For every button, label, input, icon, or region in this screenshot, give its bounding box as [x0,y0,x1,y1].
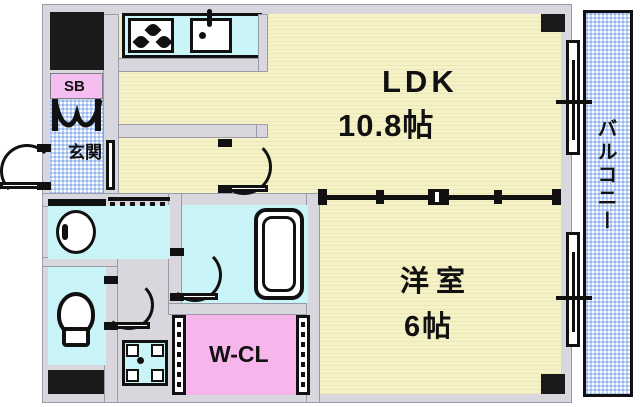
bedroom-size-label: 6帖 [404,311,454,343]
room-bedroom-floor [318,194,561,394]
genkan-label: 玄関 [68,143,102,162]
partition-handle-slot [435,192,439,202]
room-ldk-floor-hall [104,138,319,194]
ldk-hall-door-swing [216,139,272,195]
washing-machine-pan [122,340,168,386]
ldk-bedroom-partition[interactable] [318,189,561,205]
burner-left [132,33,150,51]
pan-foot-br [151,369,164,382]
sink-drain-icon [199,32,206,39]
balcony-sash-ldk-mullion [572,60,575,140]
bedroom-label: 洋室 [400,266,473,298]
ldk-size-label: 10.8帖 [338,108,435,143]
wcl-label: W-CL [209,341,269,367]
balcony-sash-bedroom-mullion [572,252,575,332]
wall-bath-wcl [168,303,320,315]
ldk-hall-door-jamb-bottom [218,185,232,193]
bathtub-inner [262,216,296,292]
pan-drain-icon [137,357,144,364]
washroom-slide-track [108,197,170,201]
wall-kitchen-right [258,14,268,72]
bathroom-door-jamb-top [170,248,184,256]
ldk-hall-door-jamb-top [218,139,232,147]
entrance-door-jamb-bottom [37,182,51,190]
bathroom-door-swing [168,248,222,302]
wash-basin-faucet-icon [62,224,68,240]
partition-stop-left [318,189,327,205]
genkan-step-left [52,99,58,131]
pan-foot-tl [126,344,139,357]
bathroom-door-jamb-bottom [170,293,184,301]
toilet-door-jamb-bottom [104,322,118,330]
wcl-door-left[interactable] [172,315,186,395]
wall-kitchen-bottom [118,58,266,72]
balcony-floor [583,10,633,397]
structure-pillar-top-right [541,14,565,32]
washroom-counter-edge [48,199,106,206]
balcony-label: バルコニー [594,118,616,233]
ldk-label: LDK [382,64,458,99]
toilet-door-jamb-top [104,276,118,284]
toilet-tank [62,327,90,347]
shoe-box [50,73,103,99]
partition-stop-2 [376,190,384,204]
entrance-door-swing [0,144,54,198]
washroom-slide-panel [110,202,168,206]
wcl-door-left-hinge [177,322,181,394]
shoe-box-label: SB [64,78,85,95]
partition-stop-3 [494,190,502,204]
pan-foot-bl [126,369,139,382]
room-wcl-floor [176,315,308,395]
wcl-door-right-hinge [301,322,305,394]
entrance-door-jamb-top [37,144,51,152]
hall-door-panel [106,140,115,190]
wcl-door-right[interactable] [296,315,310,395]
partition-stop-right [552,189,561,205]
structure-pillar-bottom-right [541,374,565,394]
burner-right [155,33,173,51]
structure-pillar-bottom-left [48,370,104,394]
pan-foot-tr [151,344,164,357]
structure-pillar-top-left [50,12,104,70]
burner-top [144,21,162,39]
gas-stove-3-burner [128,18,174,53]
kitchen-faucet-icon [207,9,212,27]
wall-kitchen-aisle-right [256,124,268,138]
wall-kitchen-aisle [118,124,266,138]
bathtub [254,208,304,300]
genkan-step-curve [52,99,103,128]
